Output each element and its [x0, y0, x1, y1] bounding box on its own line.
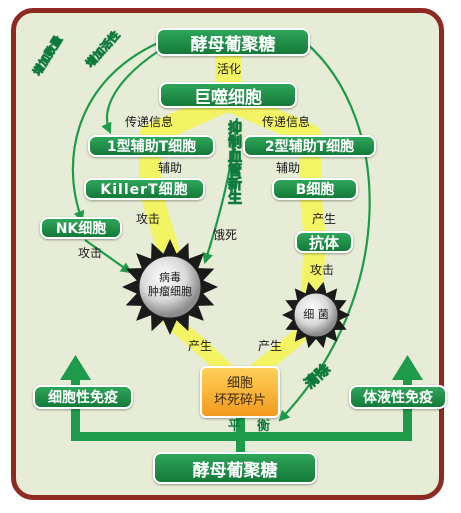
node-killer-t-label: KillerT细胞 — [100, 182, 189, 198]
node-killer-t: KillerT细胞 — [84, 178, 205, 200]
green-arrows — [71, 40, 371, 422]
node-nk-cell: NK细胞 — [40, 217, 122, 239]
balance-char: 平 — [228, 419, 242, 434]
node-nk-cell-label: NK细胞 — [55, 221, 107, 237]
debris-line2: 坏死碎片 — [213, 393, 266, 408]
node-humoral-immunity-label: 体液性免疫 — [363, 390, 433, 406]
label-starve: 饿死 — [213, 228, 238, 242]
virus-ball — [122, 239, 218, 335]
label-produce-right: 产生 — [258, 339, 283, 353]
text-suppress-angiogenesis: 抑制血管新生 — [228, 121, 243, 207]
node-cellular-immunity-label: 细胞性免疫 — [48, 390, 118, 406]
node-top-yeast-glucan: 酵母葡聚糖 — [156, 28, 310, 56]
suppress-angiogenesis-char: 抑 — [228, 121, 243, 137]
bacteria-ball — [282, 281, 350, 349]
bacteria-text-line: 细 菌 — [303, 308, 329, 321]
node-bottom-yeast-glucan: 酵母葡聚糖 — [153, 452, 317, 484]
label-attack-killer: 攻击 — [136, 212, 161, 226]
node-b-cell-label: B细胞 — [295, 182, 335, 198]
label-produce-antibody: 产生 — [312, 212, 337, 226]
label-attack-nk: 攻击 — [78, 246, 103, 260]
text-balance: 平衡 — [228, 420, 270, 433]
suppress-angiogenesis-char: 血 — [228, 149, 243, 165]
debris-line1: 细胞 — [226, 376, 253, 391]
label-activate: 活化 — [217, 62, 242, 76]
virus-text-line2: 肿瘤细胞 — [148, 285, 192, 298]
node-th1: 1型辅助T细胞 — [88, 135, 215, 157]
node-th2: 2型辅助T细胞 — [243, 135, 376, 157]
node-b-cell: B细胞 — [272, 178, 358, 200]
node-top-label: 酵母葡聚糖 — [190, 34, 276, 55]
suppress-angiogenesis-char: 生 — [228, 191, 243, 207]
node-humoral-immunity: 体液性免疫 — [349, 385, 447, 409]
label-assist-right: 辅助 — [276, 161, 301, 175]
label-assist-left: 辅助 — [158, 161, 183, 175]
node-antibody-label: 抗体 — [308, 233, 339, 252]
bacteria-text: 细 菌 — [296, 308, 336, 322]
label-signal-left: 传递信息 — [125, 115, 174, 129]
label-signal-right: 传递信息 — [262, 115, 311, 129]
node-th2-label: 2型辅助T细胞 — [264, 139, 355, 155]
node-macrophage-label: 巨噬细胞 — [194, 87, 262, 108]
suppress-angiogenesis-char: 制 — [228, 135, 243, 151]
necrotic-debris-box: 细胞 坏死碎片 — [200, 366, 280, 418]
suppress-angiogenesis-char: 新 — [228, 177, 243, 193]
balance-arrows — [60, 355, 423, 452]
node-bottom-label: 酵母葡聚糖 — [192, 460, 278, 481]
node-th1-label: 1型辅助T细胞 — [106, 139, 197, 155]
virus-text-line1: 病毒 — [159, 271, 181, 284]
balance-char: 衡 — [257, 419, 271, 434]
node-antibody: 抗体 — [295, 231, 353, 253]
label-produce-left: 产生 — [188, 339, 213, 353]
label-attack-antibody: 攻击 — [310, 263, 335, 277]
suppress-angiogenesis-char: 管 — [228, 163, 243, 179]
virus-tumor-text: 病毒 肿瘤细胞 — [140, 271, 200, 299]
node-cellular-immunity: 细胞性免疫 — [33, 385, 133, 409]
node-macrophage: 巨噬细胞 — [159, 82, 297, 108]
